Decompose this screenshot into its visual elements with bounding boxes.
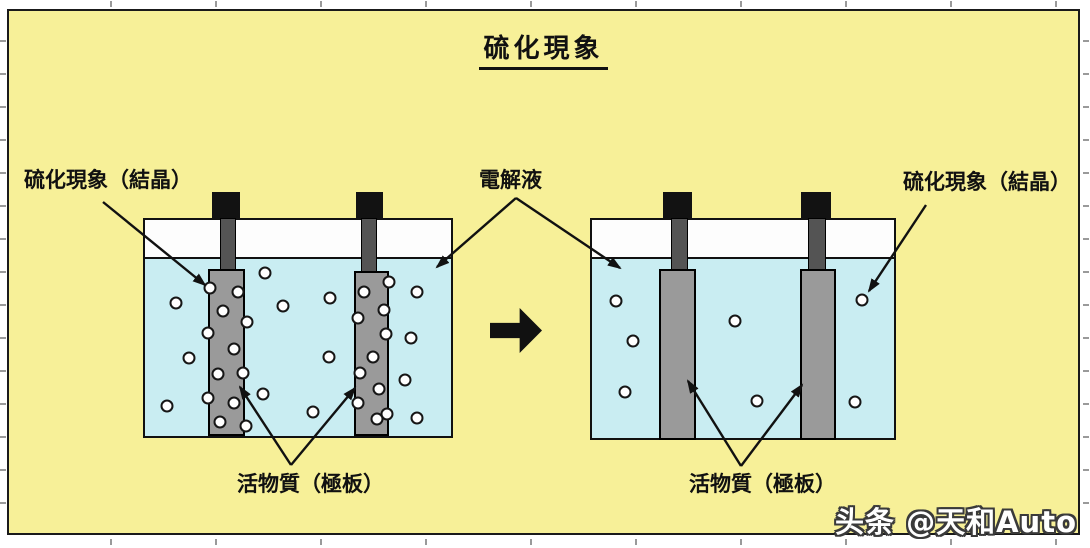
sulfate-crystal <box>728 314 742 328</box>
sulfate-crystal <box>256 387 270 401</box>
sulfate-crystal <box>322 350 336 364</box>
sulfate-crystal <box>201 391 215 405</box>
sulfate-crystal <box>276 299 290 313</box>
sulfate-crystal <box>618 385 632 399</box>
sulfate-crystal <box>169 296 183 310</box>
electrode-plate <box>659 269 696 440</box>
sulfate-crystal <box>213 415 227 429</box>
sulfate-crystal <box>182 351 196 365</box>
label-active-material-left: 活物質（極板） <box>237 472 384 496</box>
electrode-terminal <box>801 192 831 219</box>
sulfate-crystal <box>848 395 862 409</box>
sulfate-crystal <box>216 304 230 318</box>
sulfate-crystal <box>379 327 393 341</box>
electrode-stem <box>361 218 377 274</box>
sulfate-crystal <box>366 350 380 364</box>
sulfate-crystal <box>626 334 640 348</box>
sulfate-crystal <box>372 382 386 396</box>
sulfate-crystal <box>160 399 174 413</box>
electrode-terminal <box>356 192 383 219</box>
sulfate-crystal <box>351 396 365 410</box>
electrolyte-surface-band <box>592 220 894 259</box>
electrode-plate <box>800 269 836 440</box>
electrode-stem <box>808 218 826 272</box>
sulfate-crystal <box>236 366 250 380</box>
sulfate-crystal <box>306 405 320 419</box>
electrolyte-surface-band <box>145 220 451 259</box>
label-electrolyte: 電解液 <box>479 168 542 192</box>
electrode-stem <box>671 218 688 272</box>
label-sulfation-left: 硫化現象（結晶） <box>24 168 192 192</box>
watermark-toutiao: 头条 @天和Auto <box>835 505 1077 539</box>
sulfate-crystal <box>258 266 272 280</box>
label-sulfation-right: 硫化現象（結晶） <box>903 170 1071 194</box>
sulfate-crystal <box>750 394 764 408</box>
sulfate-crystal <box>855 293 869 307</box>
sulfate-crystal <box>239 419 253 433</box>
sulfate-crystal <box>203 281 217 295</box>
sulfate-crystal <box>410 285 424 299</box>
page-title: 硫化現象 <box>479 28 608 70</box>
label-active-material-right: 活物質（極板） <box>689 472 836 496</box>
sulfate-crystal <box>351 311 365 325</box>
battery-right-case <box>590 218 896 440</box>
electrode-stem <box>220 218 236 272</box>
sulfate-crystal <box>231 285 245 299</box>
sulfate-crystal <box>211 367 225 381</box>
sulfate-crystal <box>227 396 241 410</box>
battery-left-case <box>143 218 453 438</box>
sulfate-crystal <box>370 412 384 426</box>
electrode-terminal <box>212 192 240 219</box>
ruler-ticks-right <box>1083 9 1089 535</box>
sulfate-crystal <box>410 411 424 425</box>
ruler-ticks-top <box>7 1 1080 7</box>
sulfate-crystal <box>323 291 337 305</box>
sulfate-crystal <box>398 373 412 387</box>
sulfate-crystal <box>377 303 391 317</box>
sulfate-crystal <box>357 285 371 299</box>
ruler-ticks-bottom <box>7 539 1080 545</box>
sulfate-crystal <box>240 315 254 329</box>
sulfate-crystal <box>609 294 623 308</box>
title-row: 硫化現象 <box>7 28 1080 70</box>
ruler-ticks-left <box>0 9 6 535</box>
sulfate-crystal <box>353 366 367 380</box>
sulfate-crystal <box>227 342 241 356</box>
sulfate-crystal <box>404 331 418 345</box>
sulfate-crystal <box>382 275 396 289</box>
sulfate-crystal <box>201 326 215 340</box>
electrode-terminal <box>663 192 692 219</box>
